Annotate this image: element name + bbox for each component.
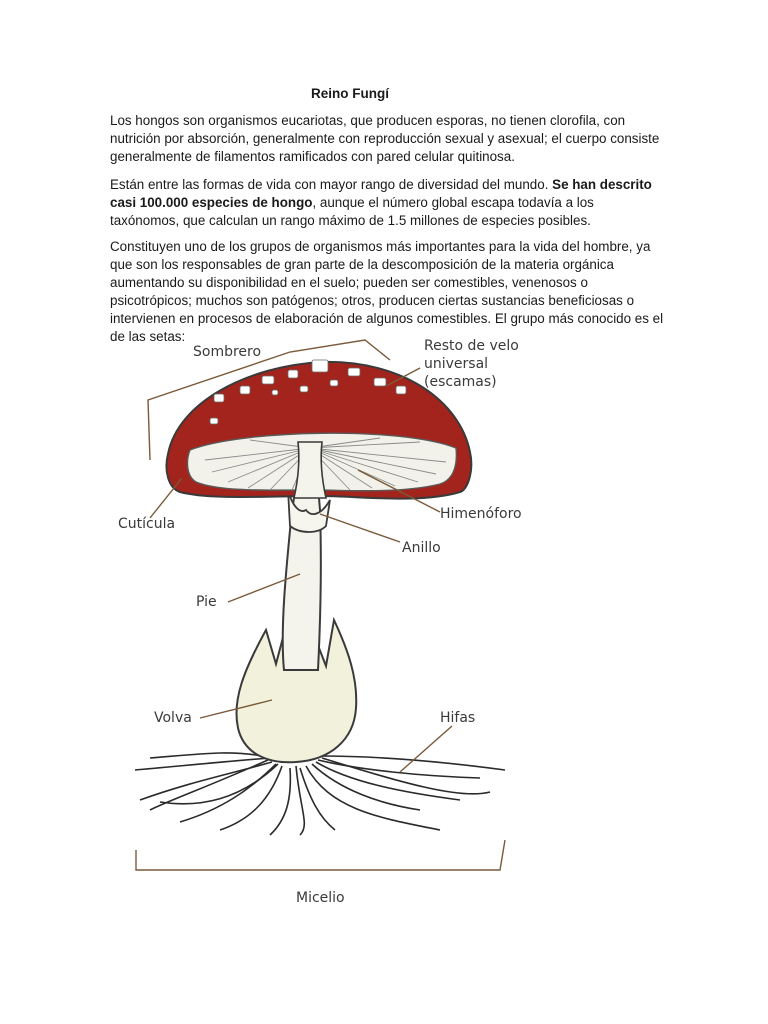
label-himenoforo: Himenóforo	[440, 506, 522, 522]
label-sombrero: Sombrero	[193, 344, 261, 360]
ring-shape	[287, 489, 331, 533]
paragraph-definition: Los hongos son organismos eucariotas, qu…	[110, 113, 660, 164]
page-title: Reino Fungí	[311, 86, 389, 101]
diversity-bold-text: Se han descrito casi 100.000 especies de…	[110, 177, 652, 210]
label-resto-velo-3: (escamas)	[424, 374, 497, 390]
volva-shape	[235, 616, 358, 764]
label-resto-velo-1: Resto de velo	[424, 338, 519, 354]
gill-lines	[204, 437, 447, 491]
paragraph-diversity: Están entre las formas de vida con mayor…	[110, 176, 665, 230]
diversity-text-end: , aunque el número global escapa todavía…	[110, 195, 594, 228]
label-resto-velo-2: universal	[424, 356, 488, 372]
label-hifas: Hifas	[440, 710, 475, 726]
label-anillo: Anillo	[402, 540, 441, 556]
label-pie: Pie	[196, 594, 217, 610]
leader-lines	[135, 339, 506, 871]
hyphae-roots	[134, 752, 506, 836]
diversity-text-start: Están entre las formas de vida con mayor…	[110, 177, 553, 192]
label-cuticula: Cutícula	[118, 516, 175, 532]
paragraph-importance: Constituyen uno de los grupos de organis…	[110, 239, 664, 344]
mushroom-diagram: Sombrero Resto de velo universal (escama…	[118, 338, 522, 906]
stem-top	[293, 441, 327, 499]
cap-scales	[209, 359, 407, 425]
label-volva: Volva	[154, 710, 192, 726]
label-micelio: Micelio	[296, 890, 345, 906]
